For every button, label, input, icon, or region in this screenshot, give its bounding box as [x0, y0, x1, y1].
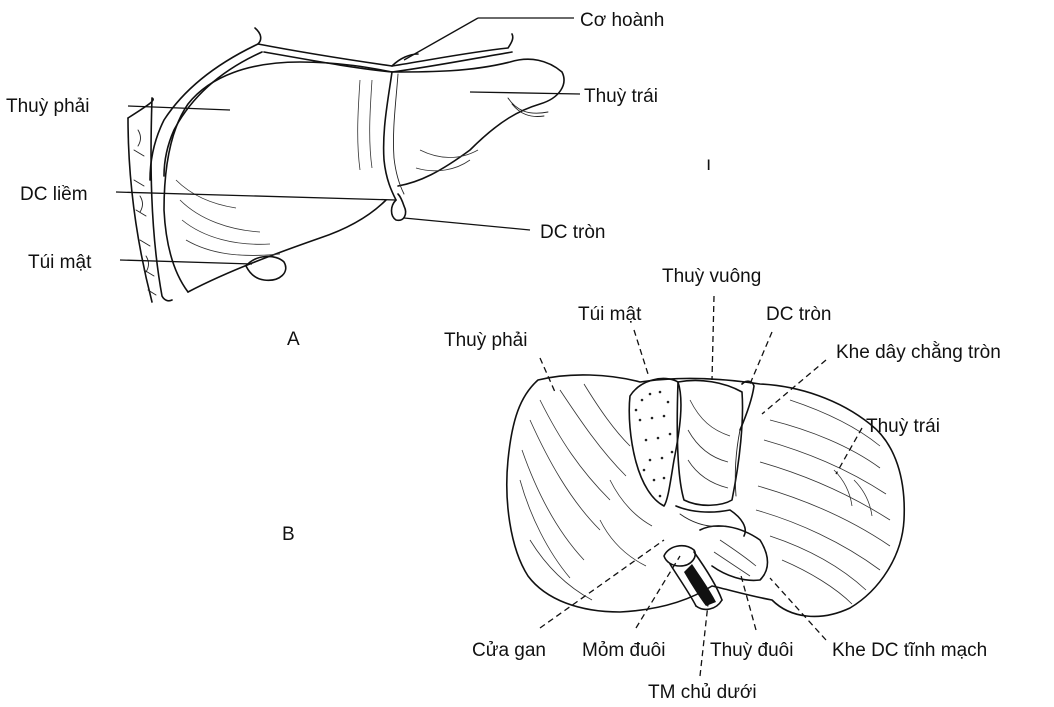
label-ligamentum-venosum-fissure: Khe DC tĩnh mạch — [832, 640, 987, 661]
label-round-ligament-a: DC tròn — [540, 222, 605, 243]
figure-b-drawing — [507, 375, 904, 617]
label-gallbladder-b: Túi mật — [578, 304, 642, 325]
label-round-ligament-fissure: Khe dây chằng tròn — [836, 341, 1001, 363]
label-right-lobe-b: Thuỳ phải — [444, 330, 527, 351]
label-gallbladder-a: Túi mật — [28, 252, 92, 273]
figure-a-drawing — [128, 28, 564, 302]
label-diaphragm: Cơ hoành — [580, 10, 664, 31]
right-lobe-hatching — [520, 384, 652, 600]
figure-b-labels: Thuỳ vuông Túi mật DC tròn Thuỳ phải Khe… — [282, 266, 1001, 703]
label-porta-hepatis: Cửa gan — [472, 640, 546, 661]
gallbladder-stipple — [635, 391, 674, 498]
panel-label-b: B — [282, 524, 295, 545]
label-falciform-ligament: DC liềm — [20, 184, 88, 205]
panel-label-a: A — [287, 329, 300, 350]
label-inferior-vena-cava: TM chủ dưới — [648, 682, 757, 703]
figure-b-leaders — [540, 296, 862, 676]
stray-mark: ı — [706, 154, 711, 175]
label-quadrate-lobe: Thuỳ vuông — [662, 266, 761, 287]
label-caudate-lobe: Thuỳ đuôi — [710, 640, 793, 661]
label-round-ligament-b: DC tròn — [766, 304, 831, 325]
label-right-lobe-a: Thuỳ phải — [6, 96, 89, 117]
label-left-lobe-b: Thuỳ trái — [866, 416, 940, 437]
label-left-lobe-a: Thuỳ trái — [584, 86, 658, 107]
label-caudate-process: Mỏm đuôi — [582, 640, 665, 661]
